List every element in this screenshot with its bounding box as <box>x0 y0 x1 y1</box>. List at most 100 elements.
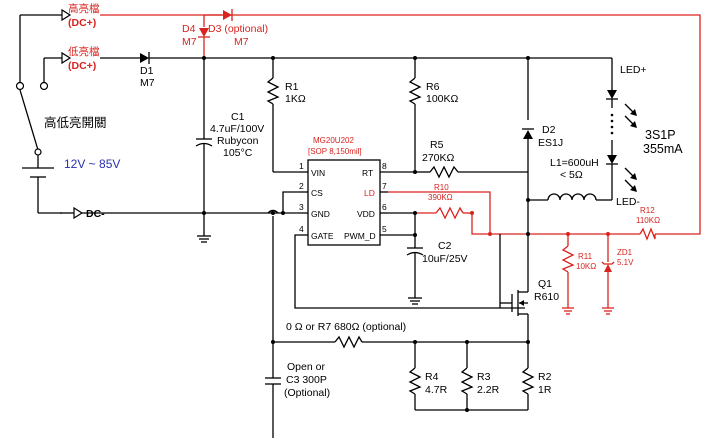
dc-minus-label: DC- <box>86 208 105 220</box>
zd1-zener <box>601 232 615 315</box>
d3-val: M7 <box>234 36 249 48</box>
r1-val: 1KΩ <box>285 93 306 105</box>
high-dc-label: (DC+) <box>68 17 96 29</box>
d1-val: M7 <box>140 77 155 89</box>
l1-ref: L1=600uH <box>550 157 599 169</box>
led-string <box>606 58 637 200</box>
c2-ref: C2 <box>438 240 452 252</box>
ic-pin5-name: PWM_D <box>344 231 376 241</box>
d1-diode <box>100 52 150 64</box>
r1-ref: R1 <box>285 81 299 93</box>
c2-val: 10uF/25V <box>422 253 468 265</box>
ic-pin1-num: 1 <box>299 161 304 171</box>
ic-pin5-num: 5 <box>382 224 387 234</box>
ic-pin8-name: RT <box>362 168 373 178</box>
r3-resistor <box>460 342 474 410</box>
r11-resistor <box>561 232 575 315</box>
c2-capacitor <box>388 211 424 305</box>
c3-line2: C3 300P <box>286 374 327 386</box>
d4-val: M7 <box>182 36 197 48</box>
c3-line1: Open or <box>287 361 325 373</box>
r4-ref: R4 <box>425 371 439 383</box>
q1-ref: Q1 <box>538 278 552 290</box>
r11-ref: R11 <box>578 252 593 261</box>
r1-resistor <box>266 58 300 173</box>
ic-name: MG20U202 <box>313 136 354 145</box>
r12-resistor <box>639 227 656 241</box>
r6-val: 100KΩ <box>426 93 459 105</box>
gnd-to-c3 <box>265 209 281 438</box>
led-minus-label: LED- <box>616 196 640 208</box>
high-brightness-wire <box>100 14 701 235</box>
ic-pin4-num: 4 <box>299 224 304 234</box>
ic-pin1-name: VIN <box>311 168 325 178</box>
r5-resistor <box>415 165 528 179</box>
low-dc-label: (DC+) <box>68 60 96 72</box>
top-rail <box>149 56 612 60</box>
c3-line3: (Optional) <box>284 387 330 399</box>
ic-pin2-name: CS <box>311 188 323 198</box>
ic-pin8-num: 8 <box>382 161 387 171</box>
ic-pin4-name: GATE <box>311 231 334 241</box>
ic-pin6-name: VDD <box>357 209 375 219</box>
ic-pin6-num: 6 <box>382 202 387 212</box>
input-arrows <box>44 8 84 220</box>
r10-resistor <box>388 191 640 236</box>
r12-ref: R12 <box>640 206 655 215</box>
r3-ref: R3 <box>477 371 491 383</box>
zd1-ref: ZD1 <box>617 248 633 257</box>
r2-resistor <box>521 342 535 410</box>
l1-inductor <box>526 193 612 202</box>
d3-ref: D3 (optional) <box>208 23 268 35</box>
low-label: 低亮檔 <box>68 45 100 58</box>
r5-ref: R5 <box>430 139 444 151</box>
r7-label: 0 Ω or R7 680Ω (optional) <box>286 321 406 333</box>
r10-val: 390KΩ <box>428 193 453 202</box>
mode-switch <box>15 14 49 168</box>
r4-val: 4.7R <box>425 384 448 396</box>
c1-val: 4.7uF/100V <box>210 123 264 135</box>
r4-resistor <box>408 342 422 410</box>
d2-ref: D2 <box>542 124 556 136</box>
r3-val: 2.2R <box>477 384 500 396</box>
ic-pin3-num: 3 <box>299 202 304 212</box>
led-current: 355mA <box>643 142 683 156</box>
ic-pin7-num: 7 <box>382 181 387 191</box>
c1-capacitor <box>195 58 213 236</box>
r12-val: 110KΩ <box>636 216 660 225</box>
ic-pin7-name: LD <box>364 188 375 198</box>
ic-pkg: [SOP 8,150mil] <box>308 147 362 156</box>
d3-diode <box>223 9 233 21</box>
battery-symbol <box>22 167 62 214</box>
r11-val: 10KΩ <box>576 262 596 271</box>
led-plus-label: LED+ <box>620 64 647 76</box>
ic-mg20u202 <box>300 159 415 246</box>
switch-label: 高低亮開關 <box>44 115 107 130</box>
zd1-val: 5.1V <box>617 258 634 267</box>
d2-diode <box>522 58 534 200</box>
ic-left-wiring <box>82 191 525 309</box>
ic-pin3-name: GND <box>311 209 330 219</box>
d1-ref: D1 <box>140 65 154 77</box>
c1-ref: C1 <box>231 111 245 123</box>
r5-val: 270KΩ <box>422 152 455 164</box>
voltage-label: 12V ~ 85V <box>64 157 120 171</box>
r6-ref: R6 <box>426 81 440 93</box>
ic-pin2-num: 2 <box>299 181 304 191</box>
high-label: 高亮檔 <box>68 2 100 15</box>
r2-val: 1R <box>538 384 552 396</box>
q1-val: R610 <box>534 291 559 303</box>
c1-brand: Rubycon <box>217 135 259 147</box>
r10-ref: R10 <box>434 183 449 192</box>
r2-ref: R2 <box>538 371 552 383</box>
led-config: 3S1P <box>645 128 676 142</box>
d4-ref: D4 <box>182 23 196 35</box>
d2-val: ES1J <box>538 137 563 149</box>
d4-diode <box>198 28 210 58</box>
q1-mosfet <box>499 200 530 342</box>
c1-temp: 105°C <box>223 147 253 159</box>
r7-resistor <box>271 335 530 349</box>
ground-c1 <box>197 235 211 243</box>
